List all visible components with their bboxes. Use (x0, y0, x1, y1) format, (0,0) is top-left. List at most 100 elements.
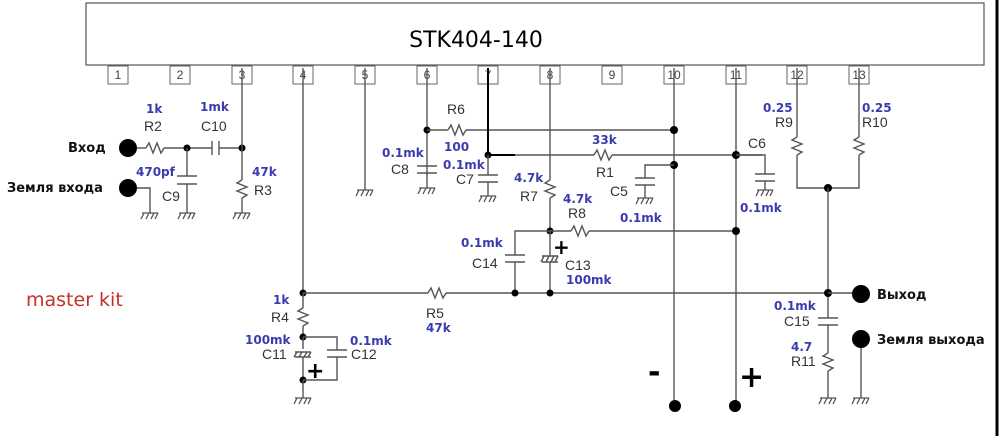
ground-icon (293, 397, 312, 405)
resistor-r6 (447, 123, 467, 137)
c11-ref: C11 (262, 346, 287, 362)
resistor-r8 (570, 224, 590, 238)
c8-ref: C8 (391, 161, 409, 177)
c14-ref: C14 (472, 255, 498, 271)
r8-value: 4.7k (563, 192, 593, 206)
c14-value: 0.1mk (461, 236, 504, 250)
r11-ref: R11 (791, 353, 816, 369)
pin10-network: C5 0.1mk - (610, 68, 681, 412)
pin8-network: R7 4.7k R8 4.7k C14 0.1mk + C13 100mk (461, 68, 736, 297)
resistor-r7 (543, 179, 557, 199)
resistor-r1 (593, 148, 613, 162)
minus-sign: - (648, 355, 660, 390)
r10-value: 0.25 (862, 101, 892, 115)
pin-2: 2 (169, 65, 191, 85)
pin-9: 9 (601, 65, 623, 85)
r5-value: 47k (426, 321, 452, 335)
r7-value: 4.7k (514, 171, 544, 185)
resistor-r10 (852, 136, 866, 156)
input-label: Вход (68, 141, 106, 156)
pin-1: 1 (107, 65, 129, 85)
output-ground-label: Земля выхода (877, 333, 985, 348)
c11-polarity: + (306, 359, 324, 384)
ground-icon (818, 397, 837, 405)
brand-label: master kit (26, 289, 123, 311)
output-label: Выход (877, 288, 926, 303)
ground-icon (478, 195, 497, 203)
resistor-r4 (296, 307, 310, 327)
ground-icon (177, 212, 196, 220)
r1-ref: R1 (596, 164, 614, 180)
ground-symbols (140, 187, 870, 405)
c5-ref: C5 (610, 183, 628, 199)
c5-value: 0.1mk (620, 211, 663, 225)
c9-value: 470pf (136, 165, 176, 179)
resistor-r2 (145, 141, 165, 155)
pin11-network: C6 0.1mk + (729, 68, 783, 412)
r10-ref: R10 (862, 114, 888, 130)
input-ground-terminal[interactable] (119, 179, 137, 197)
r2-value: 1k (146, 102, 163, 116)
capacitor-c11 (293, 351, 312, 358)
c11-value: 100mk (245, 333, 292, 347)
c6-value: 0.1mk (740, 201, 783, 215)
chip-name: STK404-140 (409, 28, 543, 53)
r6-ref: R6 (447, 101, 465, 117)
feedback-section: R5 47k R4 1k + C11 100mk C12 0.1mk (245, 68, 828, 398)
pin-number: 9 (609, 68, 616, 82)
ground-icon (755, 189, 774, 197)
ground-icon (635, 197, 654, 205)
c12-value: 0.1mk (350, 334, 393, 348)
c13-polarity: + (553, 235, 570, 259)
pin7-network: R1 33k C7 0.1mk (443, 68, 762, 196)
c15-value: 0.1mk (774, 299, 817, 313)
r9-value: 0.25 (763, 101, 793, 115)
ground-icon (417, 187, 436, 195)
r4-value: 1k (273, 293, 290, 307)
ground-icon (851, 397, 870, 405)
pin6-network: R6 100 C8 0.1mk (382, 68, 674, 188)
c8-value: 0.1mk (382, 146, 425, 160)
ground-icon (140, 212, 159, 220)
c12-ref: C12 (351, 346, 377, 362)
c15-ref: C15 (784, 313, 810, 329)
r3-ref: R3 (254, 182, 272, 198)
r9-ref: R9 (775, 114, 793, 130)
c13-ref: C13 (565, 257, 591, 273)
r8-ref: R8 (568, 205, 586, 221)
output-network: R9 0.25 R10 0.25 Выход C15 0.1mk R11 4.7… (763, 68, 985, 398)
c13-value: 100mk (566, 273, 613, 287)
plus-sign: + (739, 360, 764, 395)
c10-value: 1mk (200, 100, 230, 114)
resistor-r11 (821, 352, 835, 372)
pin-number: 1 (115, 68, 122, 82)
input-ground-label: Земля входа (7, 181, 103, 196)
r5-ref: R5 (426, 305, 444, 321)
r4-ref: R4 (271, 309, 289, 325)
ground-icon (232, 212, 251, 220)
resistor-r5 (427, 286, 447, 300)
resistor-r3 (235, 179, 249, 199)
r1-value: 33k (592, 133, 618, 147)
pin-number: 2 (177, 68, 184, 82)
minus-supply-terminal[interactable] (669, 400, 681, 412)
r7-ref: R7 (520, 188, 538, 204)
c7-value: 0.1mk (443, 158, 486, 172)
c10-ref: C10 (201, 118, 227, 134)
ground-icon (355, 189, 374, 197)
output-ground-terminal[interactable] (852, 330, 870, 348)
output-terminal[interactable] (852, 285, 870, 303)
r2-ref: R2 (144, 118, 162, 134)
c7-ref: C7 (456, 171, 474, 187)
input-terminal[interactable] (119, 139, 137, 157)
r3-value: 47k (252, 165, 278, 179)
input-section: Вход R2 1k C10 1mk C9 470pf Земля входа … (7, 68, 278, 213)
plus-supply-terminal[interactable] (729, 400, 741, 412)
r6-value: 100 (444, 140, 469, 154)
r11-value: 4.7 (791, 340, 812, 354)
c9-ref: C9 (162, 188, 180, 204)
chip-body (85, 2, 985, 66)
c6-ref: C6 (748, 135, 766, 151)
resistor-r9 (790, 136, 804, 156)
